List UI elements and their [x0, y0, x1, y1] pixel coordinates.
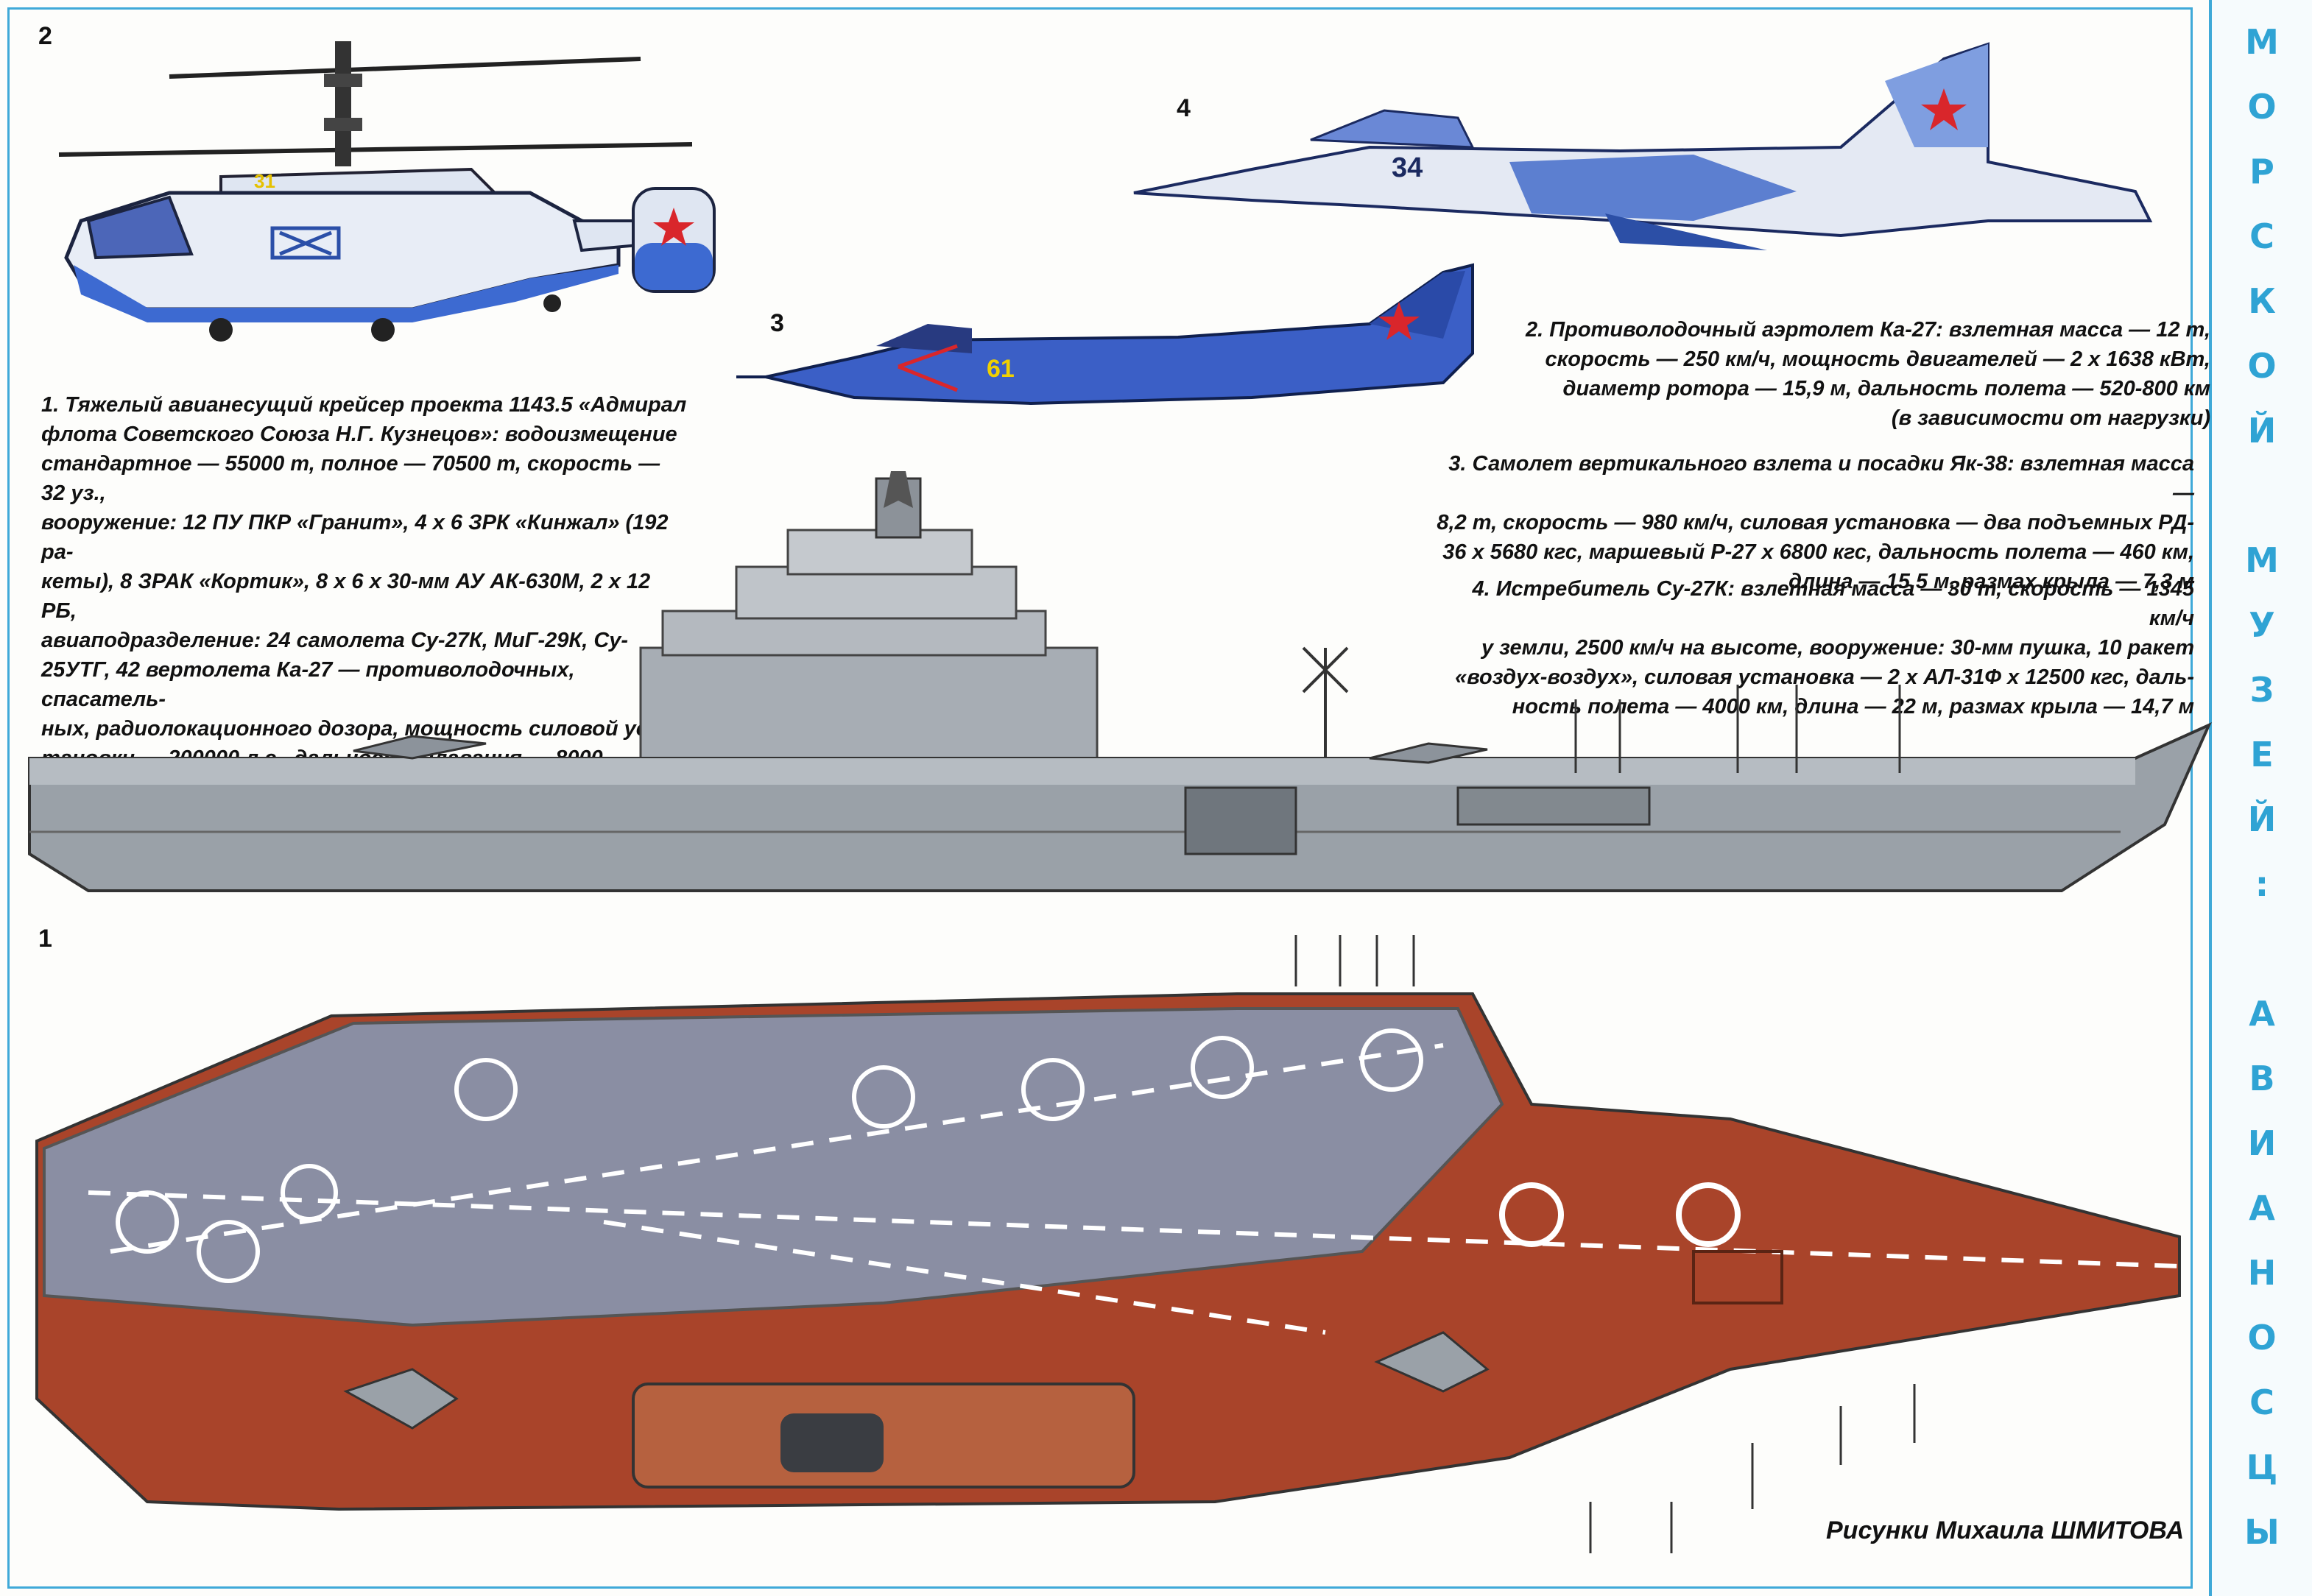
caption-ship: 1. Тяжелый авианесущий крейсер проекта 1… [41, 393, 687, 829]
side-title-letter: З [2249, 670, 2274, 710]
side-title-letter: Е [2250, 735, 2274, 774]
figure-number-3: 3 [770, 309, 784, 337]
side-title-letter: : [2255, 864, 2269, 904]
side-title-letter: Ы [2244, 1512, 2280, 1552]
side-title-letter: М [2245, 540, 2279, 580]
caption-yak38: 3. Самолет вертикального взлета и посадк… [1437, 452, 2194, 593]
figure-number-2: 2 [38, 22, 52, 50]
side-title-letter: А [2249, 994, 2275, 1034]
figure-number-1: 1 [38, 925, 52, 953]
side-title-letter: М [2245, 22, 2279, 62]
ship-deck-plan-drawing [35, 935, 2181, 1553]
side-title-letter: К [2248, 281, 2276, 321]
illustration-credit: Рисунки Михаила ШМИТОВА [1826, 1516, 2185, 1544]
side-title-letter: С [2249, 216, 2274, 256]
caption-ka27: 2. Противолодочный аэртолет Ка-27: взлет… [1526, 318, 2210, 430]
side-title-letter: В [2249, 1059, 2275, 1098]
yak38-board-number: 61 [987, 355, 1015, 383]
ship-side-profile-drawing [28, 471, 2212, 892]
page-frame [7, 7, 2193, 1589]
side-title-letter: Р [2249, 152, 2274, 191]
ka27-board-number: 31 [254, 170, 275, 192]
side-title-letter: Ц [2246, 1447, 2278, 1487]
figure-number-4: 4 [1177, 94, 1191, 122]
ka27-helicopter-drawing [58, 41, 716, 342]
side-title-letter: И [2247, 1123, 2277, 1163]
side-title-letter: У [2249, 605, 2275, 645]
side-title-letter: О [2247, 87, 2277, 127]
side-title-letter: А [2249, 1188, 2275, 1228]
yak38-aircraft-drawing [736, 263, 1474, 406]
side-title-letter: Й [2247, 411, 2277, 451]
side-title-letter: О [2247, 346, 2277, 386]
side-title-letter: Й [2247, 799, 2277, 839]
side-title-letter: С [2249, 1383, 2274, 1422]
caption-su27k: 4. Истребитель Су-27К: взлетная масса — … [1455, 577, 2194, 718]
side-title-letter: Н [2247, 1253, 2277, 1293]
side-title-letter: О [2247, 1318, 2277, 1357]
su27-board-number: 34 [1392, 152, 1423, 183]
su27k-fighter-drawing [1133, 42, 2153, 250]
